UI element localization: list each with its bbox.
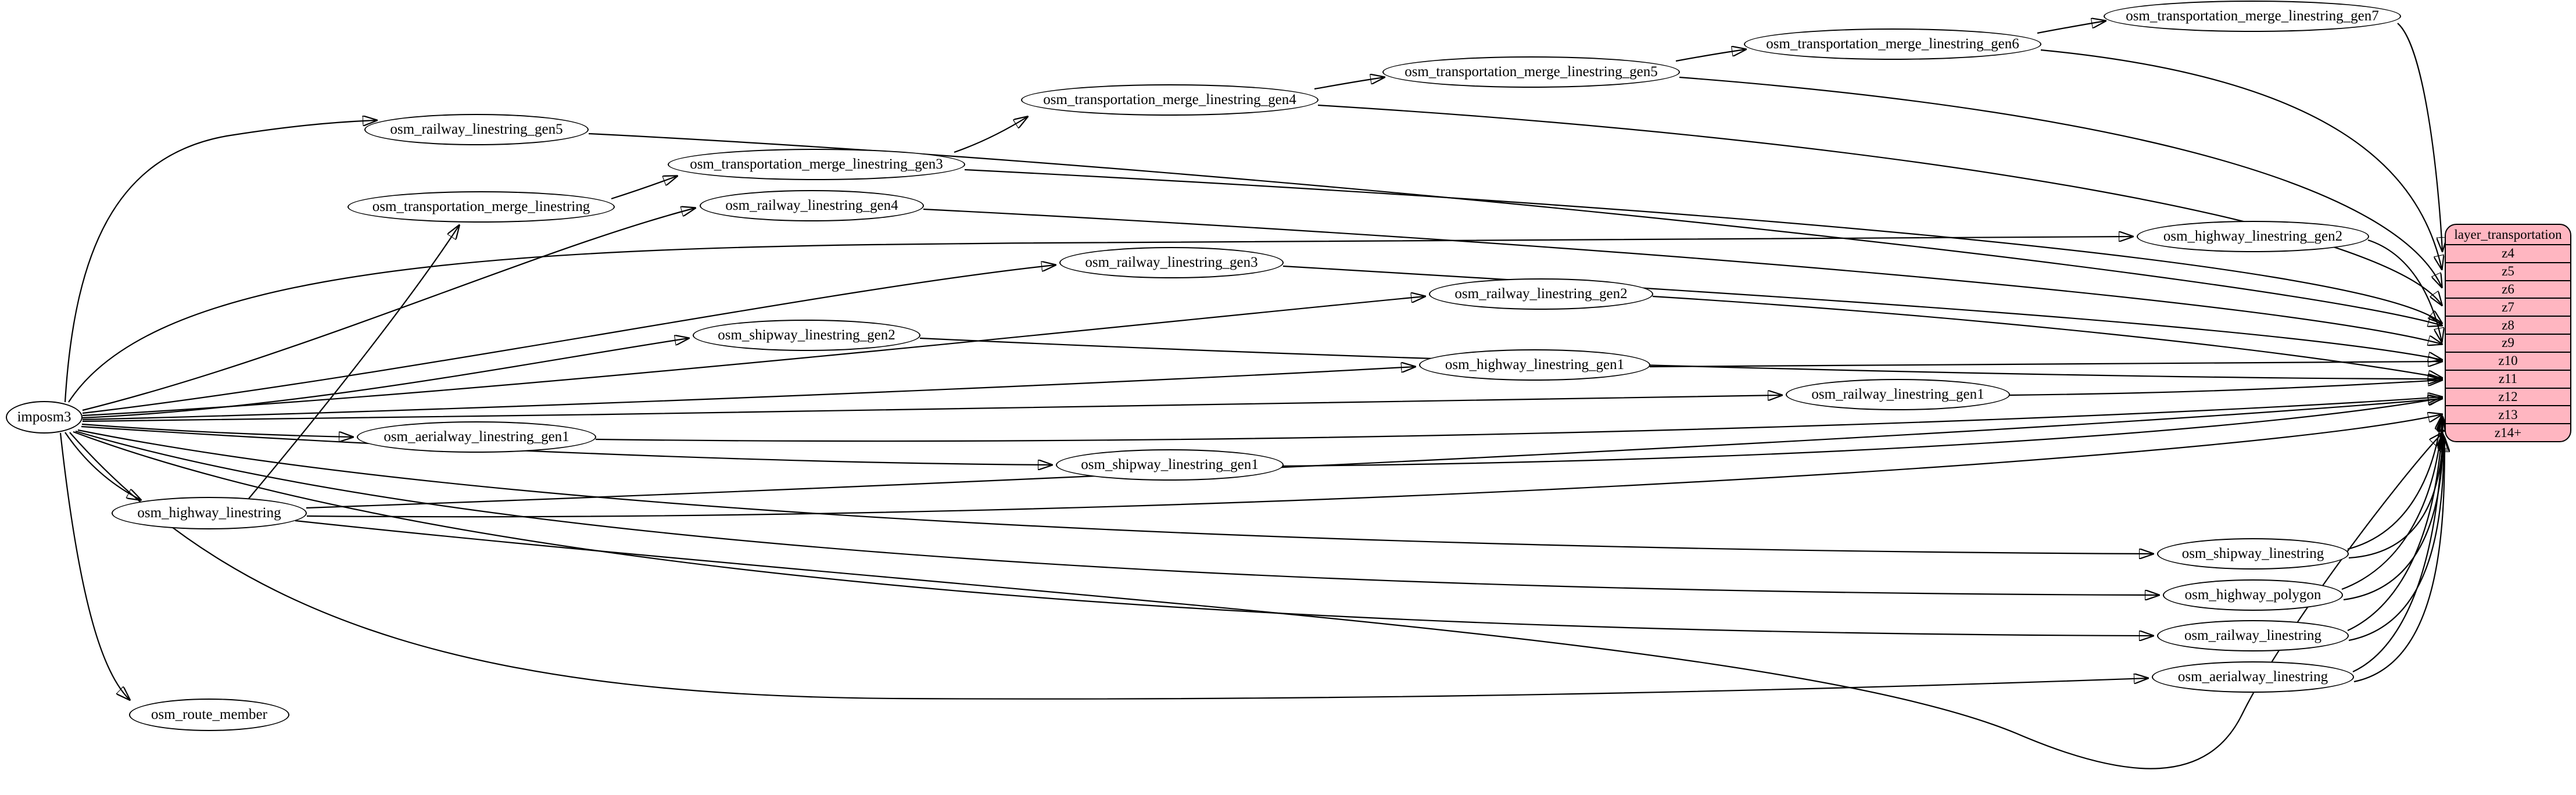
- table-node-osm-railway-linestring: osm_railway_linestring: [2157, 620, 2349, 651]
- edge-shipway-z14: [2348, 435, 2443, 559]
- table-node-osm-railway-linestring-gen1: osm_railway_linestring_gen1: [1786, 379, 2010, 410]
- table-node-osm-transportation-merge-linestring-gen4: osm_transportation_merge_linestring_gen4: [1021, 84, 1319, 116]
- table-node-osm-aerialway-linestring: osm_aerialway_linestring: [2152, 661, 2354, 693]
- table-node-osm-railway-linestring-gen3: osm_railway_linestring_gen3: [1059, 247, 1284, 278]
- edge-merge-gen3-z8: [964, 169, 2442, 323]
- edge-merge-merge-gen3: [611, 176, 677, 200]
- edge-highway-z12: [306, 399, 2442, 509]
- table-node-osm-shipway-linestring: osm_shipway_linestring: [2157, 538, 2349, 570]
- edge-merge-gen4-merge-gen5: [1314, 77, 1384, 90]
- table-node-osm-shipway-linestring-gen2: osm_shipway_linestring_gen2: [693, 320, 920, 351]
- edge-aerialway-z13: [2352, 418, 2443, 672]
- table-node-osm-transportation-merge-linestring-gen5: osm_transportation_merge_linestring_gen5: [1382, 56, 1680, 88]
- edge-merge-gen5-z6: [1679, 76, 2442, 287]
- edge-railway-gen4-z9: [923, 208, 2442, 344]
- edge-imposm3-route-member: [59, 432, 130, 700]
- edge-highway-merge: [248, 225, 459, 499]
- edge-highway-gen2-z9: [2367, 239, 2442, 342]
- table-node-osm-route-member: osm_route_member: [129, 699, 289, 731]
- edge-highway-z14: [295, 433, 2442, 769]
- record-row-z6: z6: [2446, 281, 2570, 299]
- record-row-z8: z8: [2446, 317, 2570, 335]
- table-node-osm-transportation-merge-linestring-gen7: osm_transportation_merge_linestring_gen7: [2104, 1, 2401, 32]
- edge-imposm3-shipway-gen2: [82, 338, 689, 419]
- edge-railway-gen1-z11: [2009, 380, 2442, 396]
- table-node-osm-transportation-merge-linestring: osm_transportation_merge_linestring: [347, 191, 615, 223]
- record-row-z11: z11: [2446, 371, 2570, 389]
- table-node-osm-highway-linestring: osm_highway_linestring: [112, 497, 307, 529]
- edge-merge-gen7-z4: [2397, 23, 2442, 251]
- edge-railway-gen3-z10: [1282, 265, 2442, 360]
- record-row-z10: z10: [2446, 353, 2570, 371]
- edge-railway-z14: [2348, 437, 2444, 642]
- table-node-osm-railway-linestring-gen2: osm_railway_linestring_gen2: [1429, 278, 1653, 310]
- record-row-z9: z9: [2446, 335, 2570, 353]
- edge-imposm3-railway-gen4: [82, 208, 695, 411]
- record-row-z7: z7: [2446, 299, 2570, 317]
- edge-imposm3-railway-gen2: [82, 296, 1425, 417]
- edge-imposm3-highway-gen1: [82, 367, 1415, 421]
- record-row-z4: z4: [2446, 245, 2570, 263]
- edge-highway-gen1-z10: [1649, 361, 2442, 368]
- edge-imposm3-railway-gen3: [82, 265, 1055, 414]
- table-node-osm-shipway-linestring-gen1: osm_shipway_linestring_gen1: [1056, 449, 1284, 481]
- record-title: layer_transportation: [2446, 225, 2570, 245]
- table-node-osm-aerialway-linestring-gen1: osm_aerialway_linestring_gen1: [357, 421, 596, 453]
- edge-imposm3-railway-gen5: [64, 120, 377, 403]
- table-node-osm-transportation-merge-linestring-gen6: osm_transportation_merge_linestring_gen6: [1744, 28, 2041, 60]
- edge-imposm3-shipway: [77, 429, 2153, 554]
- edge-highway-z13: [306, 414, 2442, 518]
- table-node-osm-highway-linestring-gen1: osm_highway_linestring_gen1: [1419, 349, 1650, 381]
- edge-merge-gen6-merge-gen7: [2037, 21, 2105, 34]
- edge-merge-gen6-z5: [2040, 49, 2442, 269]
- edge-shipway-gen2-z11: [919, 337, 2442, 379]
- edge-imposm3-shipway-gen1: [81, 425, 1052, 465]
- edge-merge-gen4-z7: [1317, 104, 2442, 305]
- edge-imposm3-highway-polygon: [75, 430, 2159, 595]
- record-row-z14: z14+: [2494, 425, 2522, 440]
- table-node-osm-railway-linestring-gen4: osm_railway_linestring_gen4: [700, 190, 924, 221]
- edge-imposm3-aerialway: [69, 432, 2148, 700]
- record-row-z5: z5: [2446, 263, 2570, 281]
- record-row-z12: z12: [2446, 389, 2570, 407]
- layer-transportation-record: layer_transportation z4 z5 z6 z7 z8 z9 z…: [2445, 224, 2571, 442]
- table-node-imposm3: imposm3: [6, 401, 83, 434]
- edge-railway-gen2-z11: [1652, 295, 2442, 378]
- table-node-osm-highway-linestring-gen2: osm_highway_linestring_gen2: [2137, 221, 2369, 252]
- record-row-z13: z13: [2446, 406, 2570, 425]
- edge-highway-polygon-z14: [2343, 436, 2444, 601]
- edge-imposm3-railway: [73, 431, 2153, 636]
- edge-aerialway-gen1-z12: [595, 397, 2442, 442]
- table-node-osm-railway-linestring-gen5: osm_railway_linestring_gen5: [364, 114, 589, 145]
- edge-shipway-gen1-z12: [1282, 398, 2442, 467]
- table-node-osm-highway-polygon: osm_highway_polygon: [2163, 579, 2343, 611]
- edge-imposm3-aerialway-gen1: [81, 423, 353, 437]
- table-node-osm-transportation-merge-linestring-gen3: osm_transportation_merge_linestring_gen3: [668, 149, 965, 180]
- edge-merge-gen3-merge-gen4: [954, 117, 1027, 153]
- edge-merge-gen5-merge-gen6: [1675, 49, 1746, 62]
- edge-aerialway-z14: [2353, 438, 2445, 683]
